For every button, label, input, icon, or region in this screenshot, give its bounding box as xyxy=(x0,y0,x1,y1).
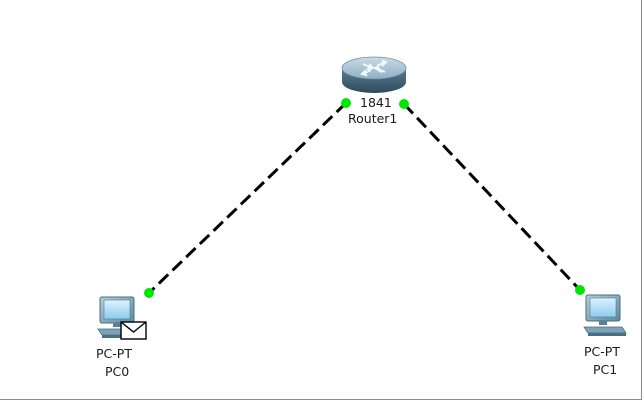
link-router1-pc1[interactable] xyxy=(399,99,585,295)
router-name-label: Router1 xyxy=(348,111,398,126)
pc0-type-label: PC-PT xyxy=(96,346,132,361)
link-status-light-router1-pc0 xyxy=(341,98,351,108)
pc0-device[interactable]: PC-PT PC0 xyxy=(88,290,158,385)
pc1-type-label: PC-PT xyxy=(584,344,620,359)
pc1-device[interactable]: PC-PT PC1 xyxy=(576,288,640,383)
workspace-border-right xyxy=(641,0,642,400)
pc-icon xyxy=(97,296,141,338)
link-status-light-pc1 xyxy=(575,285,585,295)
envelope-icon[interactable] xyxy=(120,321,148,341)
router-icon xyxy=(341,56,407,93)
workspace-border-bottom xyxy=(0,399,642,400)
crossover-cable-pc0[interactable] xyxy=(147,101,348,295)
pc-icon xyxy=(583,294,627,336)
crossover-cable-pc1[interactable] xyxy=(402,102,582,292)
link-router1-pc0[interactable] xyxy=(144,98,351,298)
pc1-name-label: PC1 xyxy=(593,362,618,377)
link-status-light-pc0 xyxy=(144,288,154,298)
pc0-name-label: PC0 xyxy=(105,364,130,379)
link-status-light-router1-pc1 xyxy=(399,99,409,109)
router1-device[interactable]: 1841 Router1 xyxy=(336,48,416,138)
router-model-label: 1841 xyxy=(360,95,392,110)
